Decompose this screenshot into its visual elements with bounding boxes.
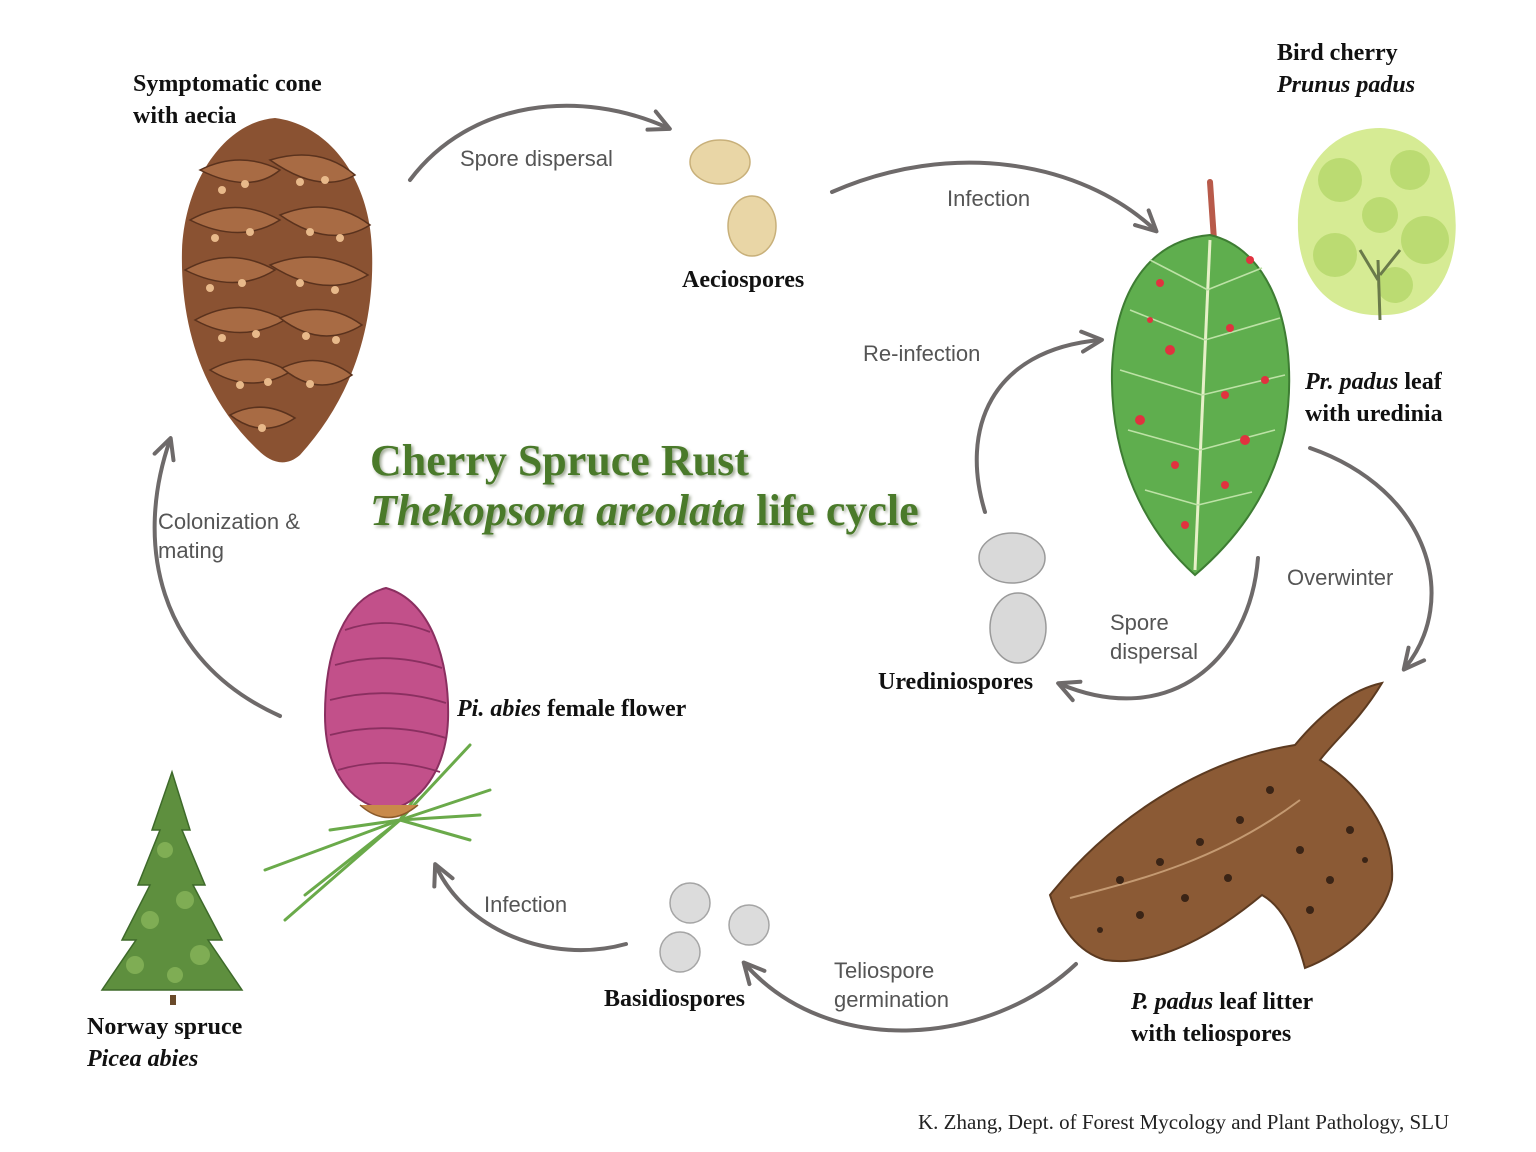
basidiospores-illustration <box>659 882 770 973</box>
label-latin-text: P. padus <box>1131 989 1214 1015</box>
step-line: germination <box>834 987 949 1012</box>
label-latin: Picea abies <box>87 1043 242 1075</box>
female-flower-illustration <box>263 586 492 922</box>
aeciospores-illustration <box>689 139 777 257</box>
step-line: dispersal <box>1110 639 1199 664</box>
label-aeciospores: Aeciospores <box>682 267 805 293</box>
step-infection: Infection <box>947 186 1031 211</box>
label-line-rest: female flower <box>541 696 687 722</box>
leaf-litter-illustration <box>1048 681 1394 970</box>
label-norway-spruce: Norway spruce Picea abies <box>87 1011 242 1075</box>
label-line: with uredinia <box>1305 401 1443 427</box>
label-line-rest: leaf <box>1398 369 1442 395</box>
label-female-flower: Pi. abies female flower <box>457 693 686 725</box>
title-line-2: Thekopsora areolata life cycle <box>370 486 919 536</box>
arrow-overwinter <box>1308 446 1434 672</box>
label-symptomatic-cone: Symptomatic cone with aecia <box>133 68 322 132</box>
credit-line: K. Zhang, Dept. of Forest Mycology and P… <box>918 1110 1450 1134</box>
step-re-infection: Re-infection <box>863 341 981 366</box>
label-line: Symptomatic cone <box>133 71 322 97</box>
label-latin-text: Prunus padus <box>1277 72 1416 98</box>
title-line-1: Cherry Spruce Rust <box>370 436 749 485</box>
label-latin: Prunus padus <box>1277 69 1415 101</box>
cycle-arrows <box>152 103 1434 1033</box>
diagram-title: Cherry Spruce Rust Thekopsora areolata l… <box>370 436 919 536</box>
label-line: with aecia <box>133 103 237 129</box>
label-line: P. padus leaf litter <box>1131 986 1313 1018</box>
label-line: Pr. padus leaf <box>1305 366 1443 398</box>
label-basidiospores: Basidiospores <box>604 986 745 1012</box>
step-teliospore-germination: Teliospore germination <box>834 956 949 1014</box>
step-line: mating <box>158 538 225 563</box>
urediniospores-illustration <box>978 532 1047 664</box>
arrow-re-infection <box>974 329 1104 514</box>
step-spore-dispersal-2: Spore dispersal <box>1110 608 1198 666</box>
step-colonization-mating: Colonization & mating <box>158 507 300 565</box>
label-line-rest: leaf litter <box>1213 989 1314 1015</box>
bird-cherry-tree-illustration <box>1297 128 1456 321</box>
label-leaf-litter: P. padus leaf litter with teliospores <box>1131 986 1313 1050</box>
arrow-spore-dispersal-2 <box>1056 556 1260 703</box>
step-infection-2: Infection <box>484 892 568 917</box>
leaf-with-uredinia-illustration <box>1110 179 1291 577</box>
arrow-infection-2 <box>432 862 628 953</box>
symptomatic-cone-illustration <box>181 118 373 463</box>
label-line: Bird cherry <box>1277 40 1398 66</box>
step-line: Colonization & <box>158 509 300 534</box>
arrow-teliospore-germination <box>741 960 1078 1033</box>
step-line: Spore <box>1110 610 1169 635</box>
label-leaf-with-uredinia: Pr. padus leaf with uredinia <box>1305 366 1443 430</box>
label-bird-cherry: Bird cherry Prunus padus <box>1277 37 1415 101</box>
arrow-colonization <box>152 436 282 718</box>
title-species: Thekopsora areolata <box>370 486 746 535</box>
label-latin-text: Picea abies <box>87 1046 199 1072</box>
arrow-spore-dispersal <box>408 103 672 182</box>
arrow-infection <box>830 160 1159 234</box>
step-spore-dispersal: Spore dispersal <box>460 146 613 171</box>
label-line: with teliospores <box>1131 1021 1292 1047</box>
label-line: Norway spruce <box>87 1014 243 1040</box>
step-overwinter: Overwinter <box>1287 565 1394 590</box>
norway-spruce-illustration <box>100 769 244 1005</box>
label-latin-text: Pr. padus <box>1305 369 1399 395</box>
title-suffix: life cycle <box>745 486 919 535</box>
step-line: Teliospore <box>834 958 935 983</box>
label-urediniospores: Urediniospores <box>878 669 1034 695</box>
label-latin-text: Pi. abies <box>457 696 541 722</box>
